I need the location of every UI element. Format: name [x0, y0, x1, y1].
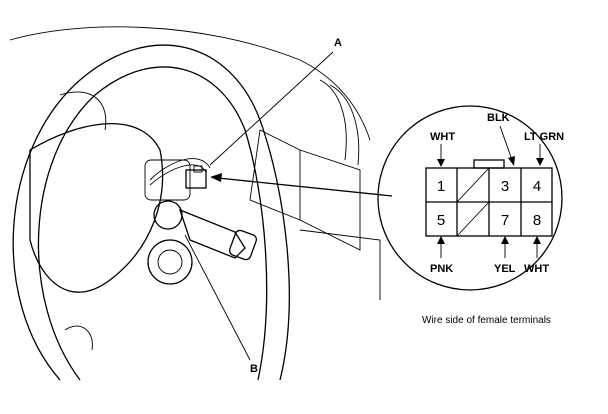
- connector-caption: Wire side of female terminals: [422, 315, 551, 326]
- wire-arrows: [437, 125, 544, 258]
- pin-4: 4: [533, 178, 541, 195]
- pin-8: 8: [533, 212, 541, 229]
- connector-detail-circle: [377, 105, 563, 291]
- wire-label-wht-top: WHT: [430, 131, 455, 143]
- wire-label-blk: BLK: [487, 112, 510, 124]
- pin-1: 1: [437, 178, 445, 195]
- wire-label-pnk: PNK: [430, 263, 453, 275]
- pin-5: 5: [437, 212, 445, 229]
- connector-arrow: [210, 173, 393, 197]
- pin-3: 3: [501, 178, 509, 195]
- wire-label-wht-bottom: WHT: [524, 263, 549, 275]
- callout-b-leader: [184, 234, 251, 361]
- connector-face: [425, 159, 553, 237]
- callout-b-label: B: [250, 363, 258, 375]
- wire-label-yel: YEL: [494, 263, 516, 275]
- callout-a-label: A: [334, 37, 342, 49]
- callout-a-leader: [209, 51, 334, 166]
- wire-label-lt-grn: LT GRN: [524, 131, 564, 143]
- steering-illustration: [9, 26, 381, 381]
- pin-7: 7: [501, 212, 509, 229]
